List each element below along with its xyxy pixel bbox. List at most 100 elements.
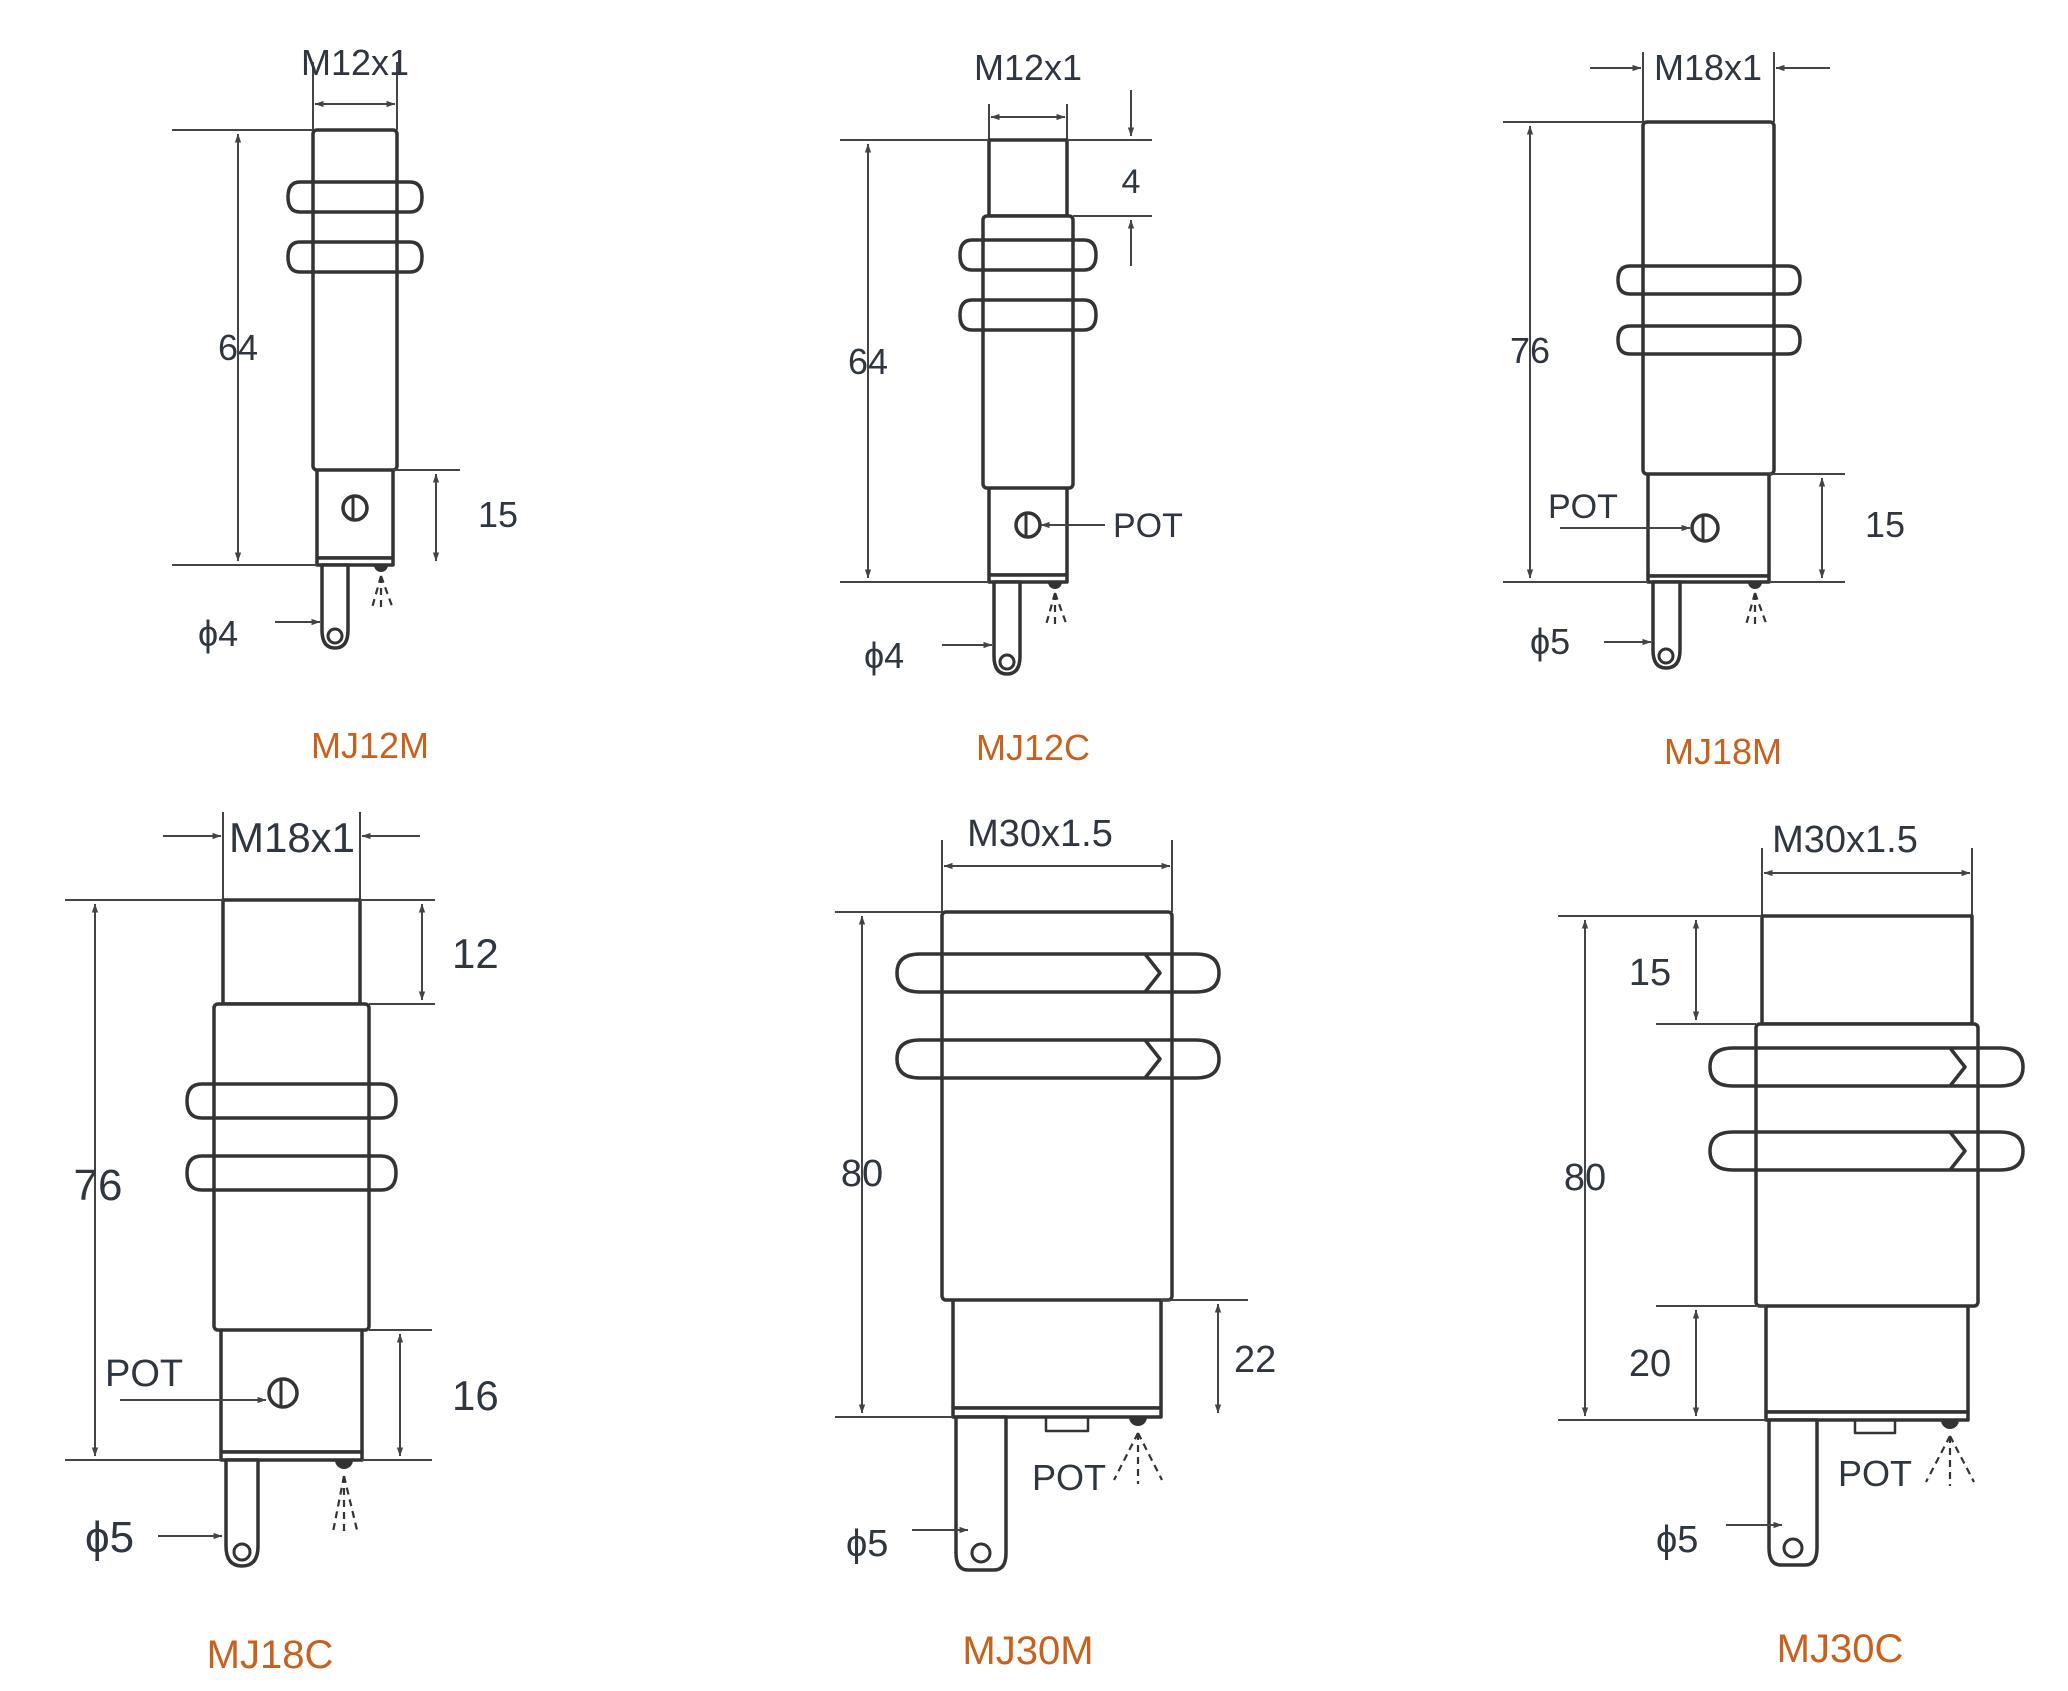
cable (992, 580, 1022, 676)
total-length-label: 76 (1510, 330, 1550, 371)
front-length-label: 15 (1629, 952, 1671, 994)
cable-diameter-label: ϕ5 (85, 1513, 134, 1562)
rear-length-dimension: 20 (1629, 1305, 1766, 1417)
cable-diameter-label: ϕ5 (1530, 621, 1570, 662)
pot-label: POT (105, 1353, 183, 1395)
sensor-body (1616, 120, 1802, 670)
total-length-dimension: 64 (172, 129, 317, 566)
thread-label: M18x1 (229, 814, 355, 861)
rear-length-label: 22 (1234, 1339, 1276, 1381)
sensor-drawing-mj12m: M12x1 64 (172, 42, 518, 766)
screw-icon (1690, 513, 1720, 543)
total-length-label: 64 (218, 327, 258, 368)
thread-label: M12x1 (974, 47, 1082, 88)
front-length-label: 4 (1122, 163, 1141, 201)
total-length-dimension: 80 (1558, 915, 1766, 1421)
rear-length-dimension: 22 (1161, 1299, 1276, 1414)
total-length-label: 76 (74, 1161, 123, 1210)
sensor-drawing-mj12c: M12x1 POT (840, 47, 1183, 768)
led-indicator-icon (1113, 1417, 1163, 1484)
sensor-drawing-mj18m: M18x1 POT (1503, 47, 1905, 772)
total-length-label: 80 (1564, 1157, 1606, 1199)
total-length-label: 64 (848, 341, 888, 382)
hex-nut (185, 1082, 398, 1120)
cable (320, 563, 350, 650)
pot-label: POT (1548, 488, 1618, 526)
thread-dimension: M12x1 (974, 47, 1082, 140)
front-length-dimension: 15 (1629, 919, 1756, 1025)
rear-length-label: 15 (478, 494, 518, 535)
pot-callout: POT (1040, 507, 1183, 545)
total-length-dimension: 64 (840, 139, 989, 583)
sensor-body (185, 898, 398, 1568)
led-indicator-icon (1044, 582, 1068, 627)
sensor-body (895, 910, 1221, 1572)
hex-nut (958, 238, 1098, 272)
thread-dimension: M18x1 (163, 812, 420, 900)
thread-dimension: M12x1 (301, 42, 409, 130)
screw-icon (1014, 511, 1042, 539)
hex-nut (286, 240, 424, 274)
pot-callout: POT (1032, 1457, 1106, 1498)
hex-nut (895, 952, 1221, 994)
led-indicator-icon (1925, 1420, 1975, 1486)
rear-length-label: 15 (1865, 504, 1905, 545)
thread-label: M12x1 (301, 42, 409, 83)
cable (954, 1415, 1008, 1572)
cable-diameter-dimension: ϕ5 (1530, 621, 1652, 662)
model-label: MJ12M (311, 725, 429, 766)
model-label: MJ12C (976, 727, 1090, 768)
thread-label: M30x1.5 (1772, 819, 1918, 861)
thread-label: M30x1.5 (967, 813, 1113, 855)
thread-label: M18x1 (1654, 47, 1762, 88)
hex-nut (286, 180, 424, 214)
rear-length-label: 20 (1629, 1343, 1671, 1385)
hex-nut (1708, 1130, 2025, 1172)
sensor-body (958, 138, 1098, 676)
front-length-dimension: 4 (1067, 90, 1152, 266)
pot-callout: POT (105, 1353, 267, 1404)
cable-diameter-dimension: ϕ4 (864, 635, 993, 676)
cable-diameter-dimension: ϕ5 (85, 1513, 223, 1562)
pot-label: POT (1838, 1453, 1912, 1494)
thread-dimension: M30x1.5 (941, 813, 1173, 912)
model-label: MJ30C (1777, 1627, 1904, 1671)
hex-nut (185, 1154, 398, 1192)
pot-label: POT (1032, 1457, 1106, 1498)
pot-label: POT (1113, 507, 1183, 545)
total-length-dimension: 80 (835, 911, 953, 1418)
cable-diameter-dimension: ϕ5 (846, 1523, 969, 1565)
cable (224, 1458, 260, 1568)
cable-diameter-label: ϕ4 (864, 635, 904, 676)
total-length-label: 80 (841, 1153, 883, 1195)
sensor-drawing-mj18c: M18x1 POT (65, 812, 499, 1677)
model-label: MJ30M (962, 1629, 1093, 1673)
model-label: MJ18M (1664, 731, 1782, 772)
sensor-body (1708, 914, 2025, 1567)
screw-icon (267, 1377, 299, 1409)
hex-nut (958, 298, 1098, 332)
cable (1651, 580, 1682, 670)
cable-diameter-label: ϕ4 (198, 613, 238, 654)
cable-diameter-dimension: ϕ5 (1656, 1519, 1783, 1561)
led-indicator-icon (370, 565, 394, 610)
rear-length-dimension: 15 (1769, 473, 1905, 583)
hex-nut (1616, 324, 1802, 356)
rear-length-label: 16 (452, 1372, 499, 1419)
front-length-dimension: 12 (360, 899, 499, 1005)
led-indicator-icon (331, 1460, 359, 1534)
sensor-drawing-mj30m: M30x1.5 POT 80 (835, 813, 1276, 1673)
hex-nut (1616, 264, 1802, 296)
pot-callout: POT (1548, 488, 1691, 532)
sensor-body (286, 128, 424, 650)
cable-diameter-label: ϕ5 (1656, 1519, 1698, 1561)
total-length-dimension: 76 (65, 899, 223, 1461)
rear-length-dimension: 15 (393, 469, 518, 562)
total-length-dimension: 76 (1503, 121, 1648, 583)
pot-callout: POT (1838, 1453, 1912, 1494)
model-label: MJ18C (207, 1633, 334, 1677)
screw-icon (341, 494, 369, 522)
thread-dimension: M18x1 (1590, 47, 1830, 122)
hex-nut (895, 1038, 1221, 1080)
